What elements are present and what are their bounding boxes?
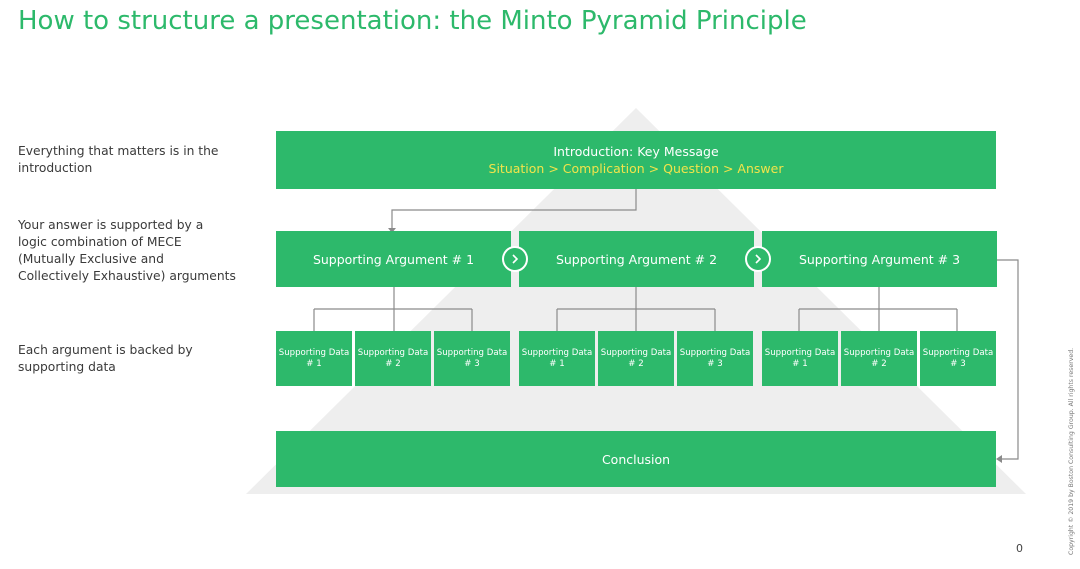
supporting-data-box: Supporting Data # 1 bbox=[762, 331, 838, 386]
intro-connector bbox=[391, 189, 637, 228]
supporting-argument-1: Supporting Argument # 1 bbox=[276, 231, 511, 287]
chevron-right-icon bbox=[502, 246, 528, 272]
supporting-argument-3: Supporting Argument # 3 bbox=[762, 231, 997, 287]
side-note-arguments: Your answer is supported by a logic comb… bbox=[18, 218, 236, 283]
supporting-data-box: Supporting Data # 2 bbox=[355, 331, 431, 386]
side-note-data: Each argument is backed by supporting da… bbox=[18, 343, 193, 374]
introduction-flow: Situation > Complication > Question > An… bbox=[488, 161, 784, 176]
slide-title: How to structure a presentation: the Min… bbox=[18, 6, 807, 36]
supporting-data-box: Supporting Data # 3 bbox=[920, 331, 996, 386]
introduction-heading: Introduction: Key Message bbox=[553, 144, 719, 159]
supporting-data-box: Supporting Data # 3 bbox=[677, 331, 753, 386]
chevron-right-icon bbox=[745, 246, 771, 272]
supporting-data-box: Supporting Data # 2 bbox=[841, 331, 917, 386]
copyright-notice: Copyright © 2019 by Boston Consulting Gr… bbox=[1068, 347, 1075, 555]
supporting-data-box: Supporting Data # 3 bbox=[434, 331, 510, 386]
supporting-data-box: Supporting Data # 2 bbox=[598, 331, 674, 386]
supporting-argument-2: Supporting Argument # 2 bbox=[519, 231, 754, 287]
conclusion-arrowhead bbox=[996, 455, 1002, 463]
intro-arrowhead bbox=[388, 228, 396, 233]
page-number: 0 bbox=[1016, 542, 1023, 555]
conclusion-connector bbox=[996, 259, 1019, 460]
supporting-data-box: Supporting Data # 1 bbox=[276, 331, 352, 386]
introduction-box: Introduction: Key Message Situation > Co… bbox=[276, 131, 996, 189]
supporting-data-box: Supporting Data # 1 bbox=[519, 331, 595, 386]
side-note-introduction: Everything that matters is in the introd… bbox=[18, 144, 219, 175]
conclusion-box: Conclusion bbox=[276, 431, 996, 487]
